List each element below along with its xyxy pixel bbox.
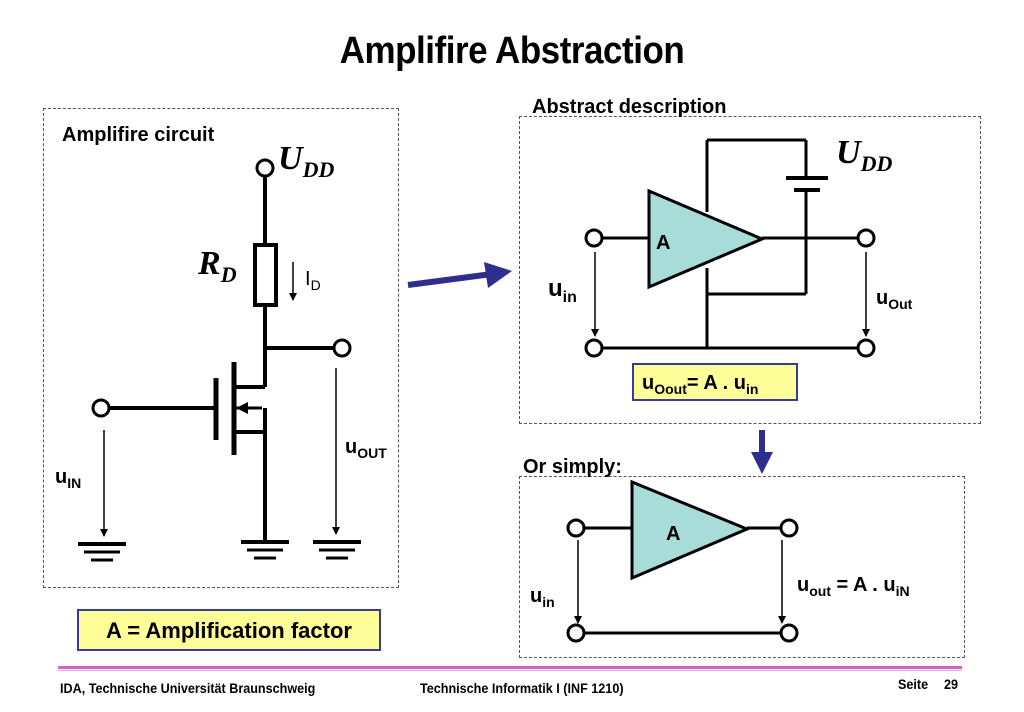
left-output-label: uOUT: [345, 436, 387, 461]
amplifier-triangle: [647, 188, 766, 290]
footer-rule: [58, 666, 962, 669]
simple-input-label: uin: [530, 585, 555, 610]
amplification-factor-legend: A = Amplification factor: [77, 609, 381, 651]
abstract-amp-label: A: [656, 232, 670, 254]
amplifier-circuit-label: Amplifire circuit: [62, 124, 215, 146]
left-panel-frame: [43, 108, 399, 588]
resistor-label: RD: [198, 245, 237, 287]
supply-terminal: [255, 158, 275, 178]
footer-rule-thin: [58, 670, 962, 671]
abstract-description-heading: Abstract description: [532, 96, 727, 118]
down-arrow: [751, 430, 773, 474]
abstract-formula: uOout= A . uin: [632, 363, 798, 401]
simple-amplifier: [566, 479, 799, 643]
abstract-output-label: uOut: [876, 287, 913, 312]
abstract-output-ground-terminal: [856, 338, 876, 358]
left-input-terminal: [91, 398, 111, 418]
simple-amp-label: A: [666, 523, 680, 545]
left-output-terminal: [332, 338, 352, 358]
abstract-input-label: uin: [548, 275, 577, 306]
left-input-label: uIN: [55, 466, 82, 491]
footer-page-number: 29: [944, 676, 959, 692]
abstract-output-terminal: [856, 228, 876, 248]
simple-formula: uout = A . uiN: [797, 574, 910, 599]
abstract-amplifier: [584, 138, 876, 358]
transition-arrow: [407, 262, 512, 288]
abstract-input-ground-terminal: [584, 338, 604, 358]
abstract-supply-label: UDD: [836, 134, 893, 176]
drain-current-label: ID: [305, 268, 321, 293]
simple-input-terminal: [566, 518, 586, 538]
left-circuit: [78, 158, 361, 562]
left-supply-label: UDD: [278, 140, 335, 182]
simple-panel-frame: [519, 476, 965, 658]
or-simply-heading: Or simply:: [523, 456, 622, 478]
simple-output-terminal: [779, 518, 799, 538]
abstract-panel-frame: [519, 116, 981, 424]
slide-title: Amplifire Abstraction: [339, 30, 685, 72]
footer-page-label: Seite: [898, 676, 929, 692]
footer-course: Technische Informatik I (INF 1210): [420, 680, 624, 696]
footer-institution: IDA, Technische Universität Braunschweig: [60, 680, 316, 696]
resistor-symbol: [253, 243, 278, 307]
simple-output-ground-terminal: [779, 623, 799, 643]
simple-amplifier-triangle: [630, 479, 751, 581]
abstract-input-terminal: [584, 228, 604, 248]
simple-input-ground-terminal: [566, 623, 586, 643]
